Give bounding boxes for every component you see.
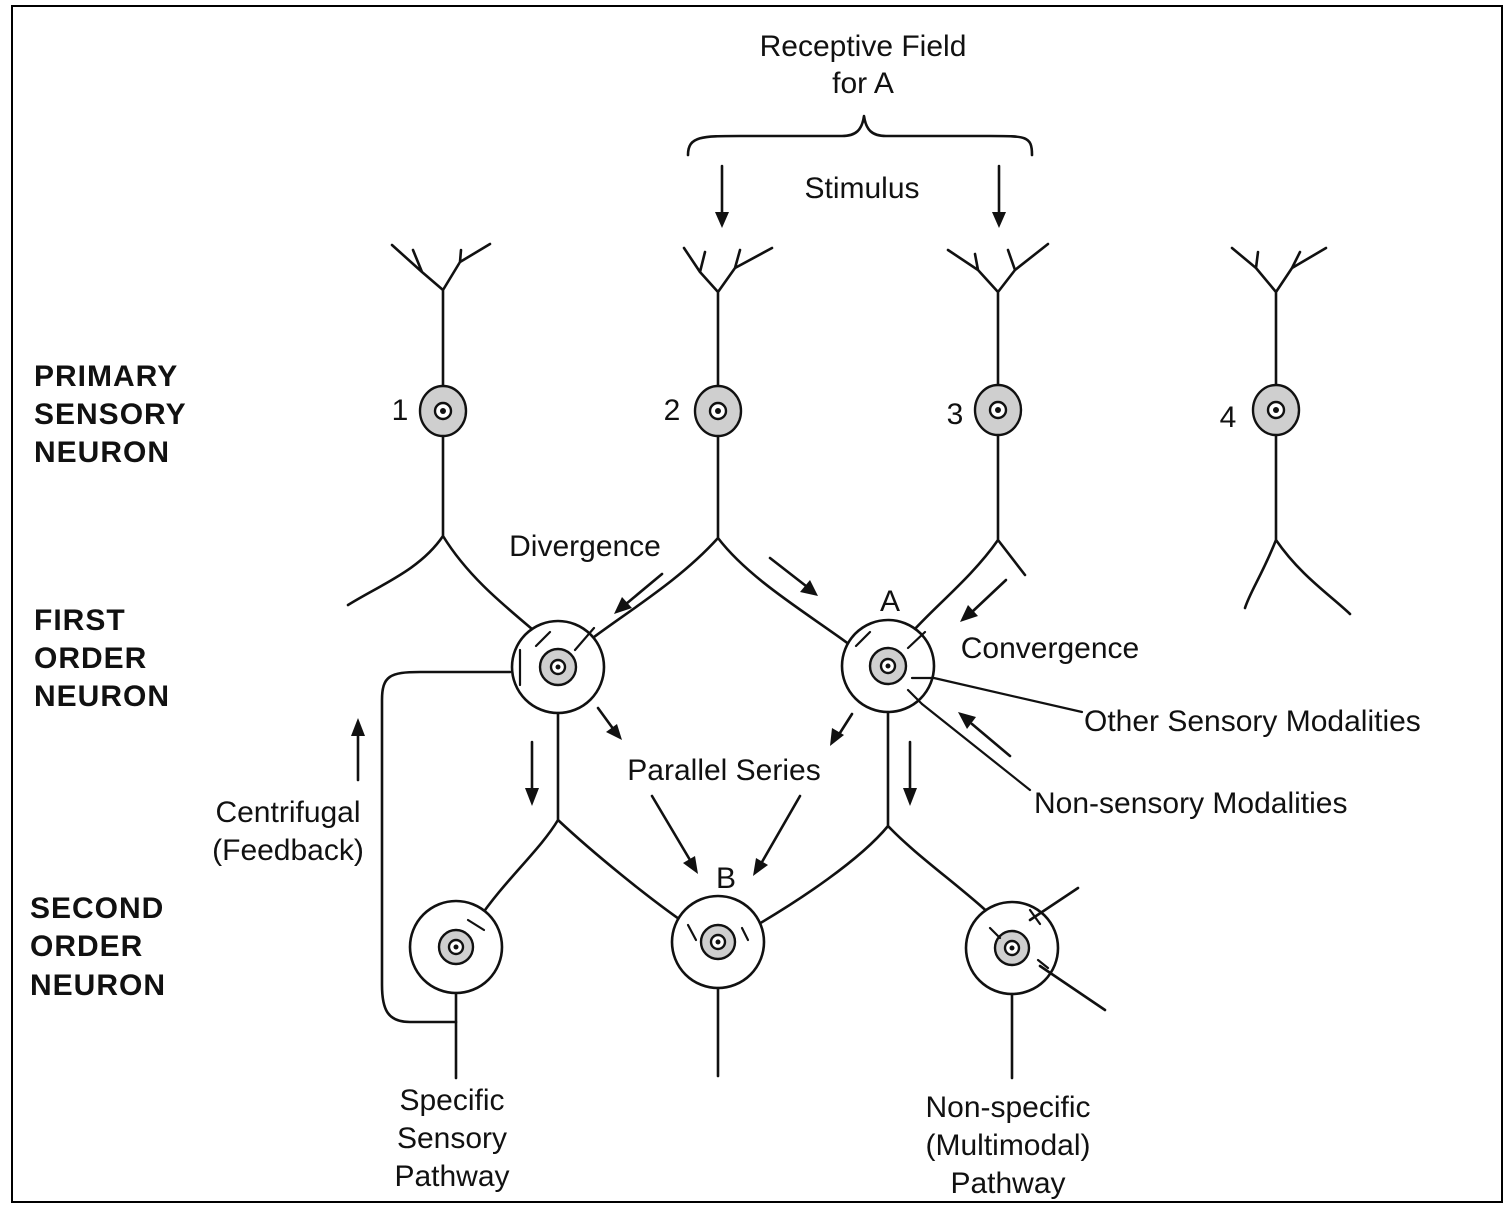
specific-pathway-line1: Specific — [399, 1084, 504, 1117]
feedback-loop — [380, 670, 512, 1024]
level-first-line1: FIRST — [34, 604, 126, 637]
convergence-arrow — [970, 578, 1008, 614]
level-second-line3: NEURON — [30, 969, 166, 1002]
neuron-number-4: 4 — [1220, 401, 1237, 434]
primary-neuron-1 — [346, 242, 547, 642]
convergence-label: Convergence — [961, 632, 1139, 665]
level-first-line2: ORDER — [34, 642, 147, 675]
parallel-arrow-lower-right — [760, 794, 802, 864]
nonspecific-pathway-line2: (Multimodal) — [925, 1129, 1090, 1162]
primary-neuron-4 — [1230, 246, 1352, 616]
centrifugal-label-line2: (Feedback) — [212, 834, 364, 867]
feedback-arrowhead — [351, 718, 365, 736]
nonspecific-pathway-line3: Pathway — [950, 1167, 1065, 1200]
receptive-field-title-line1: Receptive Field — [760, 30, 967, 63]
other-modalities-label: Other Sensory Modalities — [1084, 705, 1421, 738]
nonspecific-pathway-line1: Non-specific — [925, 1091, 1090, 1124]
level-primary-line1: PRIMARY — [34, 360, 178, 393]
specific-pathway-line3: Pathway — [394, 1160, 509, 1193]
second-order-neuron-right — [964, 886, 1107, 1080]
specific-pathway-line2: Sensory — [397, 1122, 507, 1155]
divergence-arrow — [624, 572, 664, 606]
level-first-line3: NEURON — [34, 680, 170, 713]
level-primary-line2: SENSORY — [34, 398, 187, 431]
parallel-arrow-lower-left — [650, 794, 692, 862]
primary-neuron-3 — [903, 242, 1050, 642]
level-second-line1: SECOND — [30, 892, 164, 925]
primary-neuron-2 — [588, 246, 852, 647]
level-second-line2: ORDER — [30, 930, 143, 963]
parallel-arrowhead-upper-right — [830, 728, 844, 746]
divergence-label: Divergence — [509, 530, 661, 563]
cell-label-b: B — [716, 862, 736, 895]
downflow-arrowhead-left — [525, 788, 539, 806]
cell-label-a: A — [880, 585, 900, 618]
parallel-arrow-upper-left — [596, 706, 616, 732]
parallel-series-label: Parallel Series — [627, 754, 820, 787]
neuron-number-1: 1 — [392, 394, 409, 427]
nonsensory-modalities-label: Non-sensory Modalities — [1034, 787, 1347, 820]
centrifugal-label-line1: Centrifugal — [215, 796, 360, 829]
neuron-number-2: 2 — [664, 394, 681, 427]
second-order-neuron-left — [408, 899, 504, 1080]
divergence-arrowhead — [614, 597, 632, 614]
parallel-arrowhead-lower-left — [683, 856, 698, 874]
level-primary-line3: NEURON — [34, 436, 170, 469]
receptive-field-brace — [686, 114, 1034, 157]
figure-border — [11, 5, 1503, 1203]
stimulus-label: Stimulus — [804, 172, 919, 205]
receptive-field-title-line2: for A — [832, 67, 894, 100]
first-order-neuron-a — [750, 618, 1084, 932]
divergence-arrowhead-right — [800, 580, 818, 596]
neuron-number-3: 3 — [947, 398, 964, 431]
nonsensory-arrowhead — [958, 712, 976, 729]
downflow-arrowhead-right — [903, 788, 917, 806]
nonsensory-arrow — [970, 722, 1012, 758]
stimulus-arrowhead-left — [715, 212, 729, 228]
convergence-arrowhead — [960, 605, 978, 622]
parallel-arrow-upper-right — [836, 712, 854, 738]
divergence-arrow-right — [768, 556, 808, 588]
parallel-arrowhead-upper-left — [606, 724, 622, 740]
second-order-neuron-b — [670, 894, 766, 1078]
stimulus-arrowhead-right — [992, 212, 1006, 228]
parallel-arrowhead-lower-right — [753, 858, 768, 876]
